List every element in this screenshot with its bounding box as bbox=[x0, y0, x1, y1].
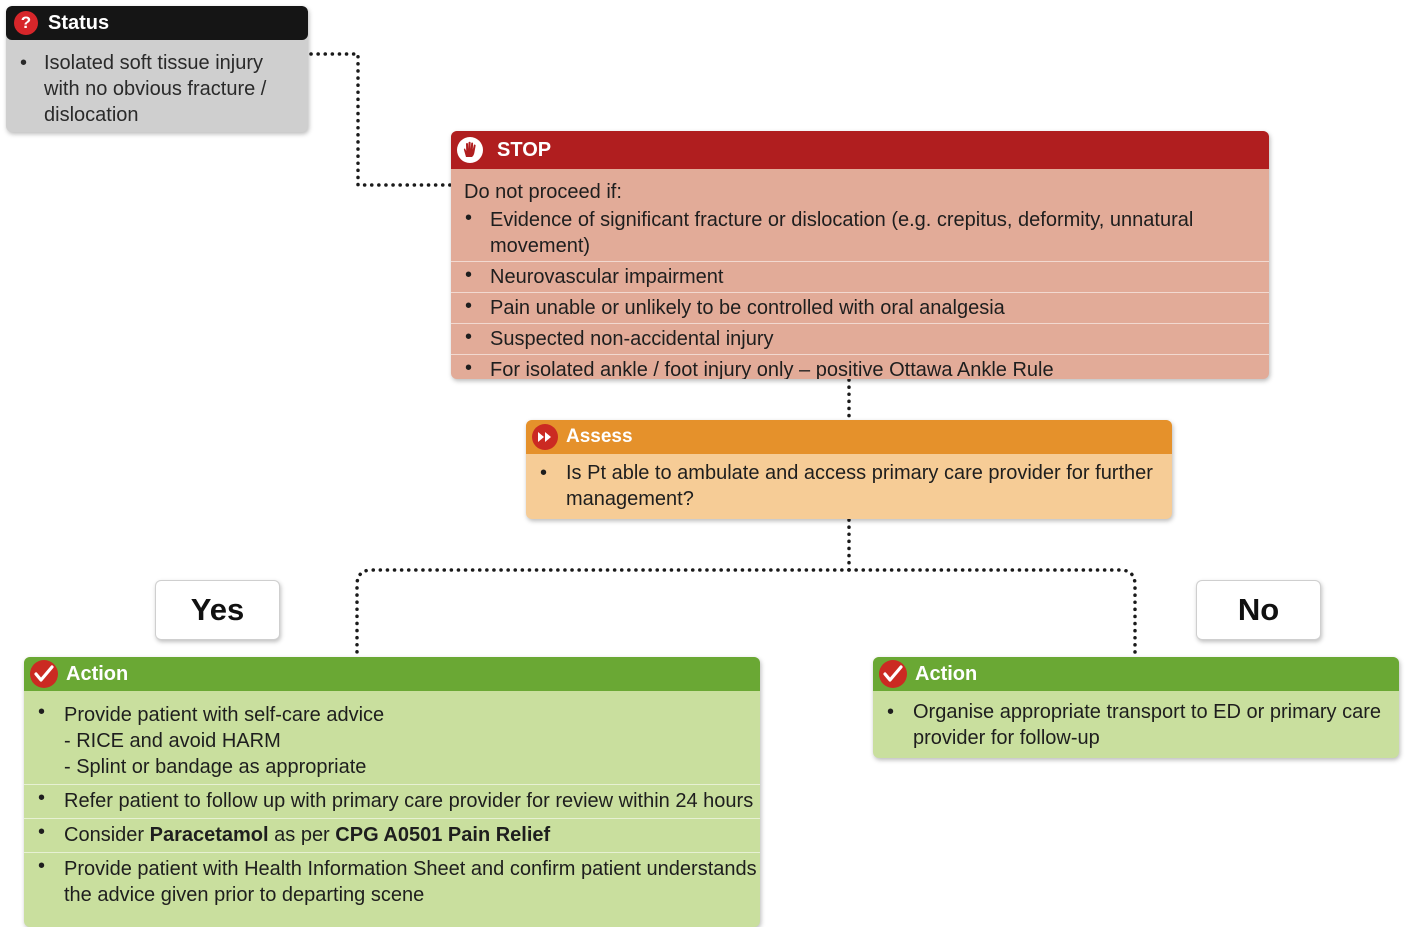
action-no-item: • Organise appropriate transport to ED o… bbox=[873, 699, 1399, 751]
paracetamol-text: Paracetamol bbox=[149, 824, 269, 846]
stop-item: • Suspected non-accidental injury bbox=[451, 323, 1269, 354]
status-box: ? Status • Isolated soft tissue injury w… bbox=[6, 6, 308, 132]
assess-line: management? bbox=[566, 488, 694, 510]
status-line: with no obvious fracture / bbox=[44, 78, 267, 100]
yes-label: Yes bbox=[155, 580, 280, 640]
action-yes-item: • Consider Paracetamol as per CPG A0501 … bbox=[24, 818, 760, 852]
status-line: Isolated soft tissue injury bbox=[44, 52, 263, 74]
action-no-line: Organise appropriate transport to ED or … bbox=[913, 701, 1381, 723]
stop-item: • Pain unable or unlikely to be controll… bbox=[451, 292, 1269, 323]
action-no-header: Action bbox=[873, 657, 1399, 691]
status-line: dislocation bbox=[44, 104, 139, 126]
stop-item: • For isolated ankle / foot injury only … bbox=[451, 354, 1269, 379]
stop-item-line: movement) bbox=[490, 235, 591, 257]
action-yes-body: • Provide patient with self-care advice … bbox=[24, 691, 760, 912]
connector-branch-no bbox=[847, 568, 1137, 659]
as-per-text: as per bbox=[268, 824, 336, 846]
bullet: • bbox=[465, 207, 473, 229]
stop-box: STOP Do not proceed if: • Evidence of si… bbox=[451, 131, 1269, 379]
status-body: • Isolated soft tissue injury with no ob… bbox=[6, 40, 308, 128]
action-yes-box: Action • Provide patient with self-care … bbox=[24, 657, 760, 927]
assess-line: Is Pt able to ambulate and access primar… bbox=[566, 462, 1153, 484]
status-header: ? Status bbox=[6, 6, 308, 40]
bullet: • bbox=[38, 855, 46, 877]
stop-item-line: For isolated ankle / foot injury only – … bbox=[490, 359, 1054, 379]
bullet: • bbox=[465, 295, 473, 317]
stop-item-line: Suspected non-accidental injury bbox=[490, 328, 774, 350]
stop-item: • Evidence of significant fracture or di… bbox=[451, 205, 1269, 261]
action-yes-header: Action bbox=[24, 657, 760, 691]
bullet: • bbox=[38, 787, 46, 809]
checkmark-icon bbox=[30, 660, 58, 688]
action-yes-item: • Provide patient with self-care advice … bbox=[24, 699, 760, 784]
checkmark-icon bbox=[879, 660, 907, 688]
assess-body: • Is Pt able to ambulate and access prim… bbox=[526, 454, 1172, 512]
assess-box: Assess • Is Pt able to ambulate and acce… bbox=[526, 420, 1172, 519]
assess-item: • Is Pt able to ambulate and access prim… bbox=[526, 460, 1172, 512]
bullet: • bbox=[540, 462, 548, 484]
bullet: • bbox=[38, 821, 46, 843]
status-title: Status bbox=[48, 11, 110, 34]
stop-item-line: Neurovascular impairment bbox=[490, 266, 724, 288]
action-no-body: • Organise appropriate transport to ED o… bbox=[873, 691, 1399, 751]
stop-item: • Neurovascular impairment bbox=[451, 261, 1269, 292]
stop-title: STOP bbox=[497, 138, 552, 161]
stop-item-line: Evidence of significant fracture or disl… bbox=[490, 209, 1194, 231]
action-yes-title: Action bbox=[66, 662, 129, 685]
bullet: • bbox=[887, 701, 895, 723]
action-no-line: provider for follow-up bbox=[913, 727, 1100, 749]
no-label: No bbox=[1196, 580, 1321, 640]
action-yes-subline: - RICE and avoid HARM bbox=[64, 730, 281, 752]
action-yes-line: the advice given prior to departing scen… bbox=[64, 884, 425, 906]
bullet: • bbox=[465, 357, 473, 379]
question-icon: ? bbox=[14, 11, 38, 35]
action-yes-item: • Refer patient to follow up with primar… bbox=[24, 784, 760, 818]
connector-status-stop bbox=[309, 52, 453, 187]
stop-body: Do not proceed if: • Evidence of signifi… bbox=[451, 169, 1269, 379]
action-yes-line: Provide patient with Health Information … bbox=[64, 858, 757, 880]
stop-hand-icon bbox=[457, 137, 483, 163]
action-yes-item: • Provide patient with Health Informatio… bbox=[24, 852, 760, 912]
action-yes-line: Refer patient to follow up with primary … bbox=[64, 790, 754, 812]
consider-text: Consider bbox=[64, 824, 150, 846]
fast-forward-icon bbox=[532, 424, 558, 450]
stop-intro: Do not proceed if: bbox=[464, 181, 622, 203]
assess-title: Assess bbox=[566, 426, 633, 447]
action-no-title: Action bbox=[915, 662, 978, 685]
cpg-reference: CPG A0501 Pain Relief bbox=[335, 824, 551, 846]
status-item: • Isolated soft tissue injury with no ob… bbox=[6, 50, 308, 128]
action-yes-line: Provide patient with self-care advice bbox=[64, 704, 385, 726]
bullet: • bbox=[20, 52, 28, 74]
action-yes-line: Consider Paracetamol as per CPG A0501 Pa… bbox=[64, 822, 760, 848]
bullet: • bbox=[465, 326, 473, 348]
bullet: • bbox=[465, 264, 473, 286]
stop-header: STOP bbox=[451, 131, 1269, 169]
action-no-box: Action • Organise appropriate transport … bbox=[873, 657, 1399, 758]
assess-header: Assess bbox=[526, 420, 1172, 454]
connector-branch-yes bbox=[355, 568, 851, 659]
bullet: • bbox=[38, 701, 46, 723]
stop-item-line: Pain unable or unlikely to be controlled… bbox=[490, 297, 1005, 319]
action-yes-subline: - Splint or bandage as appropriate bbox=[64, 756, 367, 778]
